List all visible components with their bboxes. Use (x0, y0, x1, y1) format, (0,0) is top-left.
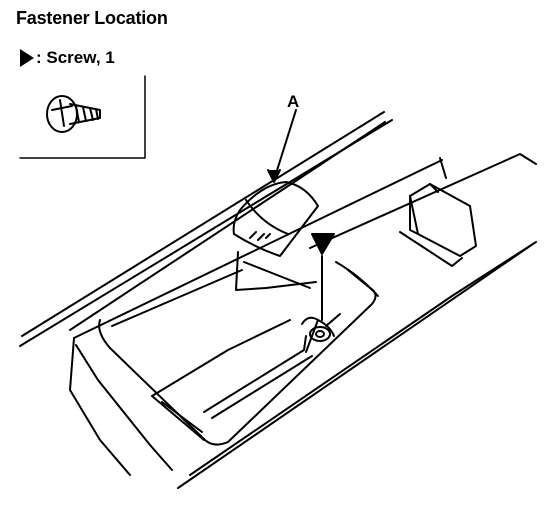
console-tray (98, 261, 379, 446)
legend-label: : Screw, 1 (36, 48, 115, 67)
armrest-tab (399, 183, 477, 267)
cover-a (232, 181, 319, 291)
triangle-marker-icon (20, 49, 34, 67)
screw-marker (311, 233, 335, 321)
callout-a-leader (267, 109, 297, 183)
screw-icon (46, 95, 101, 133)
console-outline (19, 111, 537, 489)
legend: : Screw, 1 (20, 48, 115, 68)
screw-detail-frame (19, 75, 146, 159)
callout-a-label: A (287, 92, 300, 111)
page-title: Fastener Location (16, 8, 168, 28)
